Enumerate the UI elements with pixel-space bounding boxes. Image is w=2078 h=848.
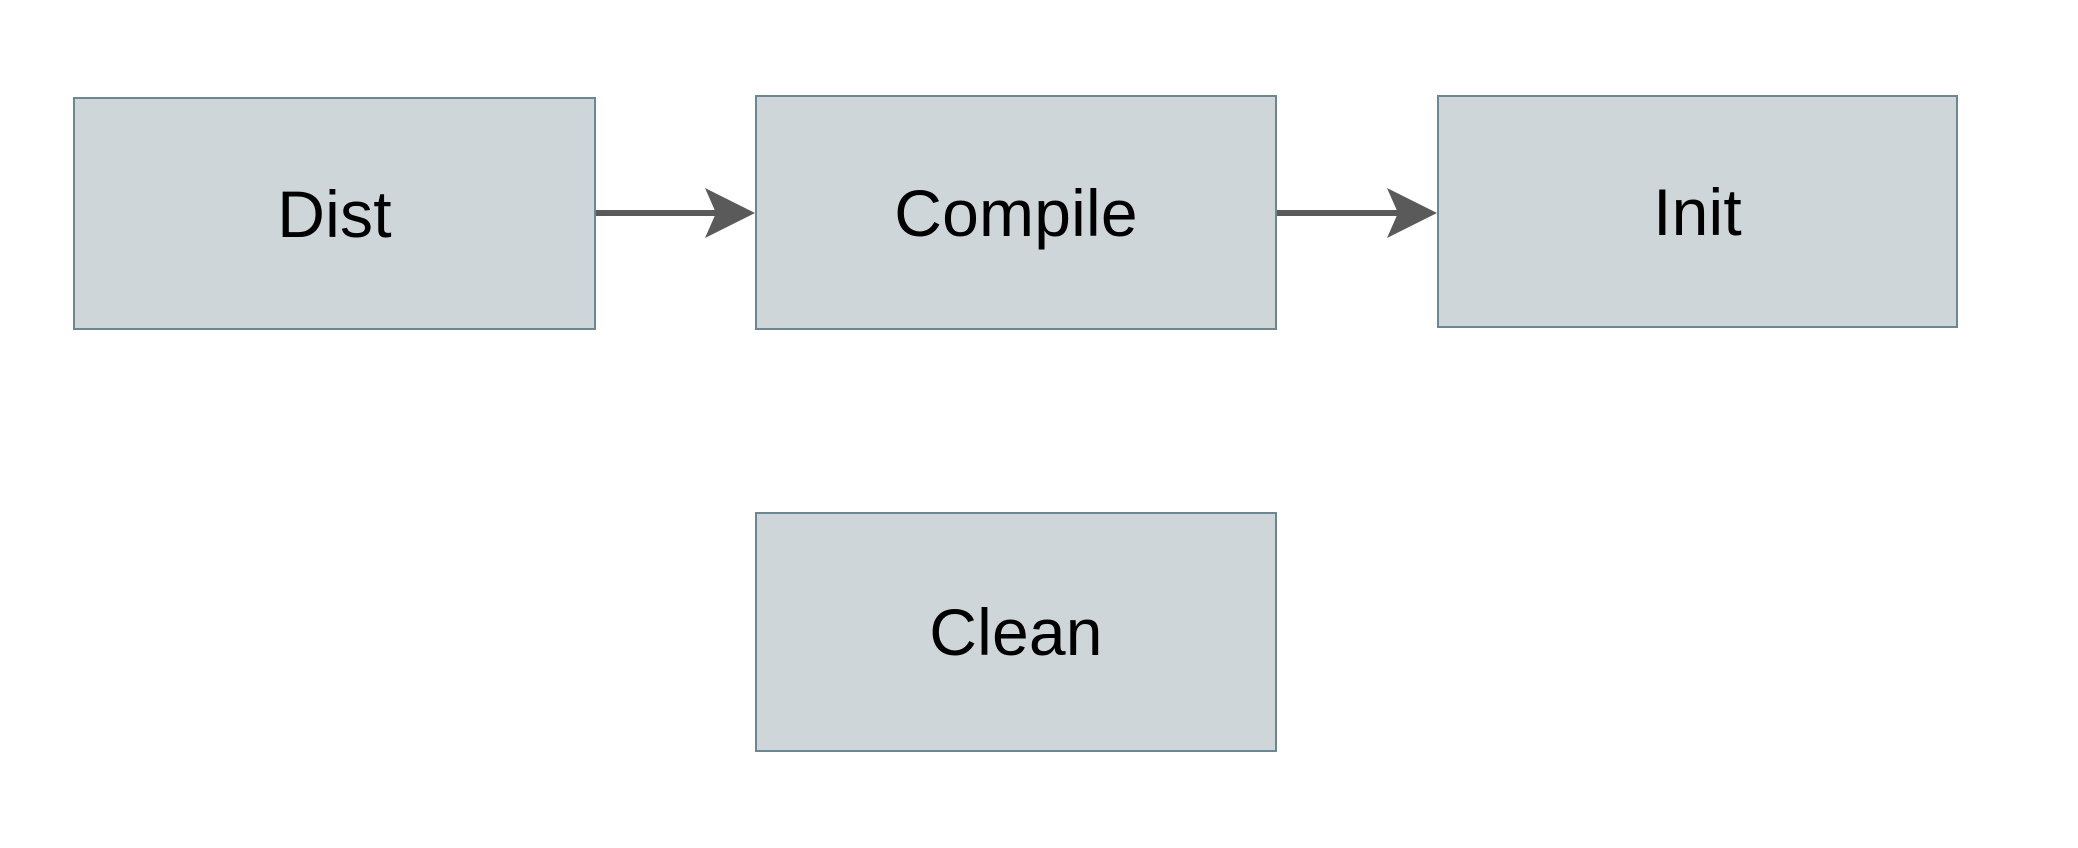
node-compile-label: Compile bbox=[894, 175, 1138, 250]
edge-dist-to-compile[interactable] bbox=[596, 188, 755, 238]
node-init-label: Init bbox=[1653, 174, 1742, 249]
edge-compile-to-init[interactable] bbox=[1277, 188, 1437, 238]
edge-dist-to-compile-arrowhead bbox=[705, 188, 755, 238]
node-clean[interactable]: Clean bbox=[755, 512, 1277, 752]
node-compile[interactable]: Compile bbox=[755, 95, 1277, 330]
node-init[interactable]: Init bbox=[1437, 95, 1958, 328]
node-dist-label: Dist bbox=[277, 176, 392, 251]
node-dist[interactable]: Dist bbox=[73, 97, 596, 330]
edge-compile-to-init-arrowhead bbox=[1387, 188, 1437, 238]
node-clean-label: Clean bbox=[929, 595, 1103, 669]
